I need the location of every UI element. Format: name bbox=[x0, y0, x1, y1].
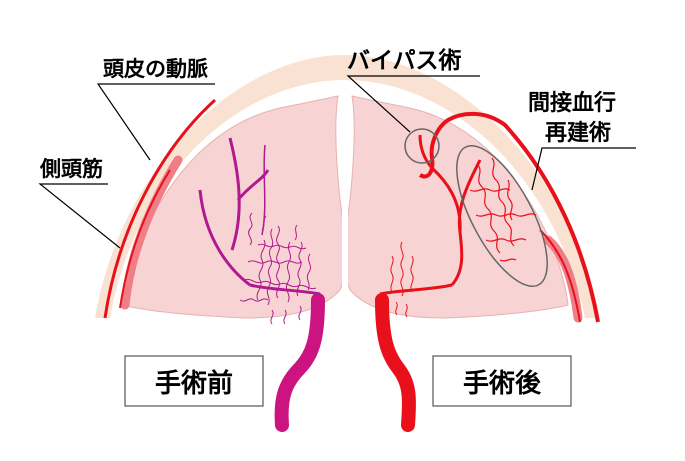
label-bypass: バイパス術 bbox=[347, 47, 462, 74]
after-horizontal-branch bbox=[379, 283, 453, 296]
before-upper-branch bbox=[198, 137, 270, 287]
label-indirect-line1: 間接血行 bbox=[528, 90, 616, 116]
before-horizontal-branch bbox=[249, 283, 321, 296]
label-temporal-muscle: 側頭筋 bbox=[39, 157, 103, 181]
after-label-box bbox=[432, 355, 572, 407]
after-upper-branch bbox=[418, 134, 482, 286]
after-main-artery-trunk bbox=[375, 293, 416, 432]
brain-left-hemisphere bbox=[121, 95, 346, 319]
left-muscle-artery bbox=[119, 169, 171, 309]
before-main-artery-trunk bbox=[274, 293, 325, 432]
leader-lines bbox=[38, 75, 636, 249]
before-label-box bbox=[124, 355, 264, 407]
before-moyamoya-vessels bbox=[239, 212, 317, 325]
indirect-revascularization-area bbox=[456, 144, 548, 288]
label-after: 手術後 bbox=[463, 368, 542, 399]
scalp-band bbox=[95, 55, 600, 318]
right-scalp-artery bbox=[418, 111, 600, 323]
bypass-site-circle bbox=[404, 128, 440, 164]
right-muscle-artery bbox=[539, 229, 581, 323]
label-before: 手術前 bbox=[155, 368, 233, 399]
label-scalp-artery: 頭皮の動脈 bbox=[103, 57, 208, 81]
after-residual-vessels bbox=[390, 241, 414, 318]
left-scalp-artery bbox=[103, 98, 217, 319]
left-temporal-muscle bbox=[120, 155, 183, 310]
label-indirect-line2: 再建術 bbox=[545, 120, 611, 146]
